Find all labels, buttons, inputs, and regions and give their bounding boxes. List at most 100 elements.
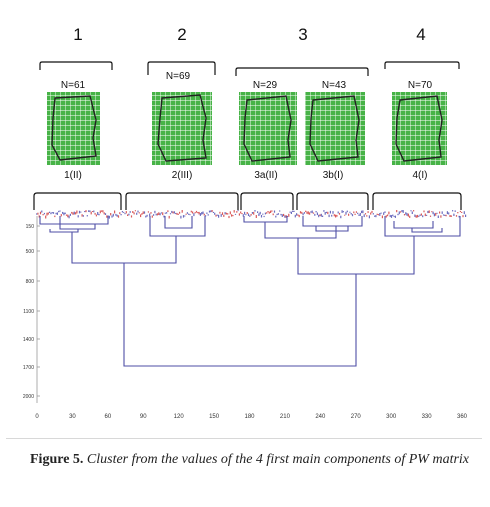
leaf-mark [59, 210, 61, 212]
leaf-mark [150, 212, 152, 214]
leaf-mark [353, 211, 355, 214]
leaf-mark [233, 210, 235, 213]
leaf-mark [346, 210, 348, 213]
leaf-mark [318, 214, 320, 218]
leaf-mark [415, 215, 417, 218]
leaf-mark [405, 212, 407, 215]
leaf-mark [36, 213, 38, 215]
x-tick-label: 180 [244, 414, 255, 420]
x-tick-label: 270 [351, 414, 362, 420]
leaf-mark [65, 214, 68, 216]
leaf-mark [98, 213, 100, 216]
leaf-mark [201, 212, 203, 215]
group-brace [39, 61, 113, 70]
leaf-mark [332, 211, 334, 214]
leaf-mark [250, 214, 252, 216]
leaf-mark [228, 215, 230, 219]
leaf-mark [55, 212, 57, 215]
leaf-mark [101, 210, 103, 212]
leaf-mark [149, 213, 151, 217]
leaf-mark [229, 211, 231, 215]
leaf-mark [407, 213, 409, 217]
leaf-mark [78, 210, 81, 214]
leaf-mark [461, 211, 463, 213]
leaf-mark [155, 213, 157, 216]
leaf-mark [253, 211, 255, 215]
leaf-mark [62, 211, 64, 214]
leaf-mark [192, 211, 194, 214]
leaf-mark [90, 211, 92, 215]
x-tick-label: 360 [457, 414, 468, 420]
leaf-mark [298, 214, 300, 218]
cluster-brace [125, 192, 239, 210]
leaf-mark [403, 214, 406, 216]
leaf-mark [173, 211, 175, 214]
leaf-mark [197, 212, 199, 214]
leaf-mark [249, 215, 251, 217]
cluster-shape-4 [392, 92, 447, 165]
leaf-mark [271, 210, 273, 212]
leaf-mark [454, 210, 456, 212]
cluster-shape-3b [305, 92, 365, 165]
leaf-mark [314, 213, 316, 216]
leaf-mark [388, 211, 390, 215]
leaf-mark [284, 215, 286, 218]
leaf-mark [91, 211, 94, 212]
leaf-mark [140, 214, 142, 218]
leaf-mark [446, 211, 448, 215]
leaf-mark [97, 212, 99, 215]
x-tick-label: 0 [35, 414, 39, 420]
leaf-mark [176, 212, 178, 215]
leaf-mark [221, 212, 224, 215]
leaf-mark [80, 211, 82, 213]
leaf-mark [358, 214, 360, 216]
leaf-mark [99, 210, 101, 214]
cluster-class-label: 1(II) [64, 170, 82, 181]
leaf-mark [232, 215, 234, 217]
leaf-mark [424, 213, 426, 217]
leaf-mark [379, 213, 381, 216]
leaf-mark [245, 214, 247, 216]
leaf-mark [38, 215, 40, 218]
y-tick-label: 500 [26, 249, 35, 255]
leaf-mark [45, 215, 47, 219]
leaf-mark [254, 210, 256, 212]
leaf-mark [410, 210, 412, 212]
leaf-mark [215, 214, 217, 217]
leaf-mark [75, 212, 77, 215]
leaf-mark [442, 214, 445, 216]
leaf-mark [335, 214, 337, 218]
leaf-mark [129, 211, 131, 213]
leaf-mark [172, 211, 174, 214]
x-tick-label: 90 [140, 414, 147, 420]
leaf-mark [320, 213, 322, 217]
leaf-mark [303, 212, 305, 214]
leaf-mark [193, 213, 195, 217]
leaf-mark [325, 211, 328, 214]
leaf-mark [272, 213, 274, 216]
leaf-mark [277, 213, 279, 215]
leaf-mark [133, 212, 135, 215]
leaf-mark [43, 212, 45, 215]
leaf-mark [289, 211, 291, 213]
leaf-mark [463, 211, 465, 215]
leaf-mark [371, 210, 373, 213]
leaf-mark [311, 210, 313, 214]
leaf-mark [199, 213, 201, 216]
leaf-mark [389, 214, 391, 217]
cluster-n-label: N=61 [61, 80, 86, 91]
leaf-mark [264, 212, 266, 215]
leaf-mark [37, 212, 39, 215]
leaf-mark [47, 212, 49, 215]
leaf-mark [179, 211, 181, 214]
y-tick-label: 1400 [23, 337, 34, 343]
x-tick-label: 120 [174, 414, 185, 420]
leaf-mark [146, 214, 148, 217]
leaf-mark [202, 211, 204, 215]
leaf-mark [46, 212, 48, 216]
leaf-mark [437, 215, 439, 218]
leaf-mark [372, 213, 374, 215]
leaf-mark [292, 210, 294, 212]
leaf-mark [220, 214, 222, 217]
leaf-mark [433, 213, 435, 217]
